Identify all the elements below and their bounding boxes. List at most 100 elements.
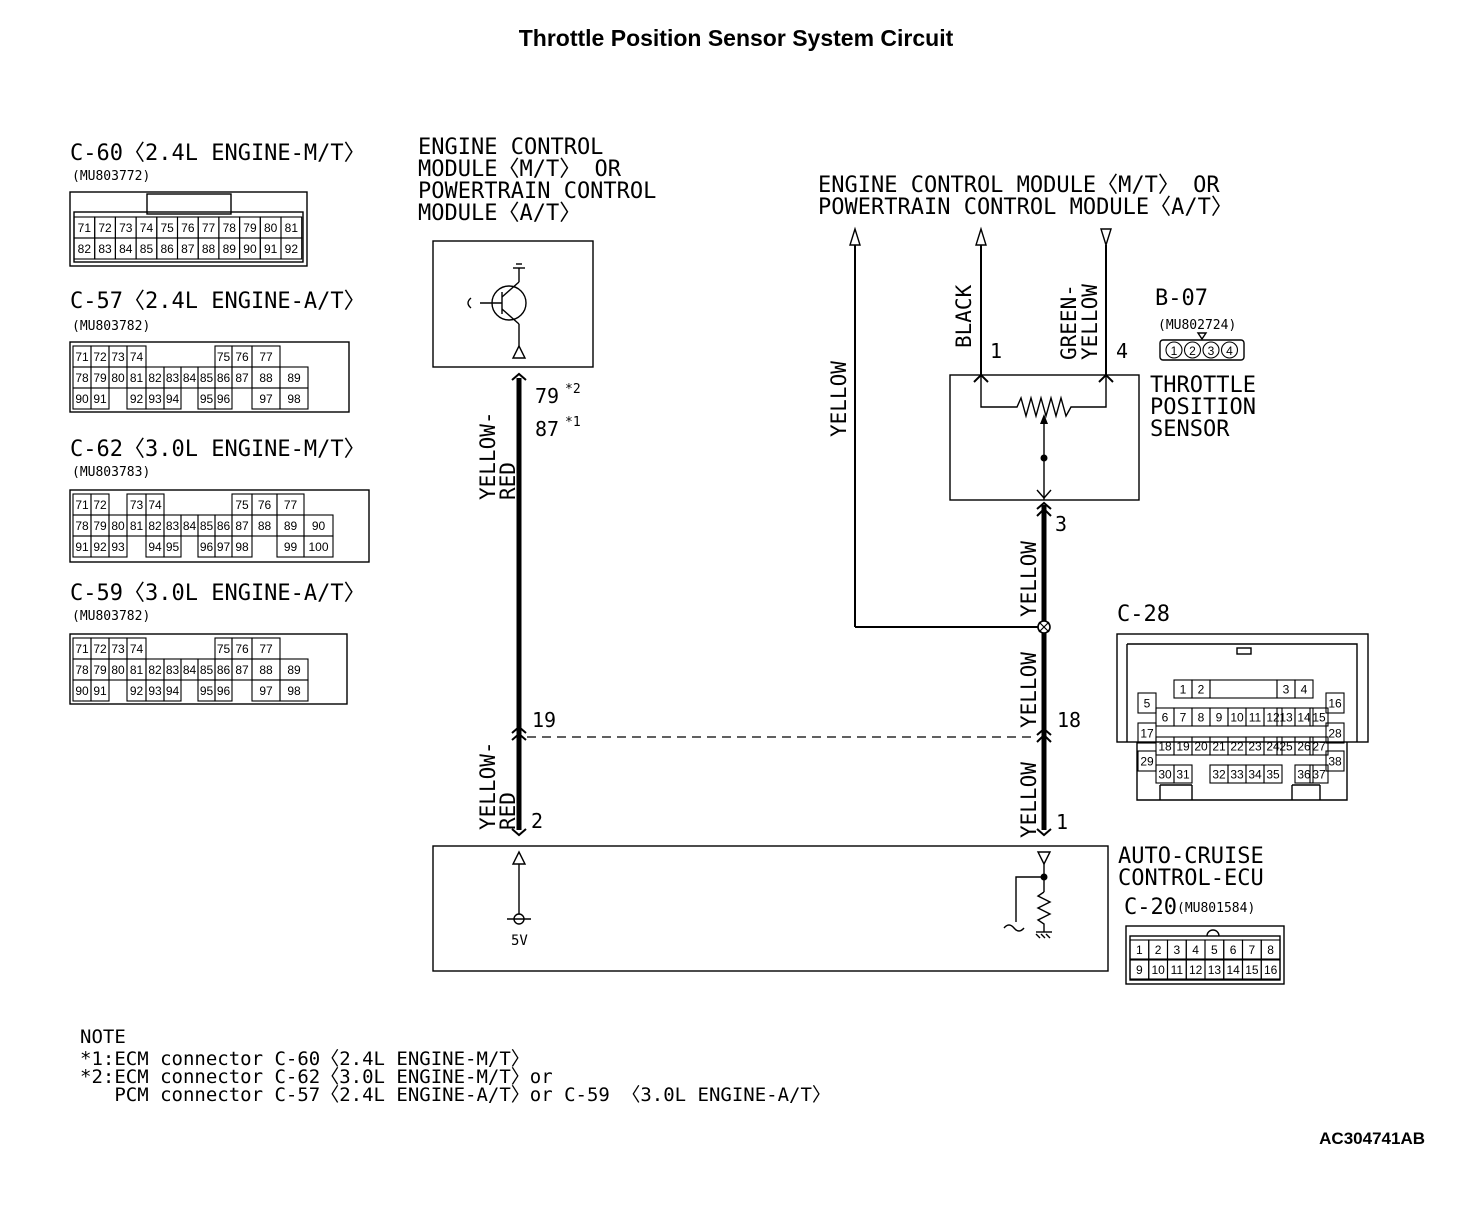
pin-number: 72 xyxy=(93,642,107,656)
pin-number: 29 xyxy=(1140,755,1154,769)
pin-number: 1 xyxy=(1136,943,1143,957)
arrow-down-icon xyxy=(1100,228,1112,248)
pin-number: 97 xyxy=(259,392,273,406)
pin-number: 90 xyxy=(312,519,326,533)
pin-number: 35 xyxy=(1266,768,1280,782)
pin-note: *2 xyxy=(565,382,581,397)
wire-color-label: YELLOW- xyxy=(476,741,500,830)
acc-ecu-box: 5V xyxy=(432,845,1109,972)
pin-number: 87 xyxy=(235,519,249,533)
pin-note: *1 xyxy=(565,415,581,430)
pin-number: 87 xyxy=(235,663,249,677)
acc-ecu-label: AUTO-CRUISE CONTROL-ECU C-20 (MU801584) xyxy=(1118,844,1264,920)
pin-number: 17 xyxy=(1140,727,1154,741)
pin-number: 18 xyxy=(1057,708,1081,732)
pin-number: 72 xyxy=(98,221,112,235)
voltage-label: 5V xyxy=(511,933,528,949)
pin-number: 71 xyxy=(78,221,92,235)
pin-number: 85 xyxy=(200,663,214,677)
pin-number: 3 xyxy=(1055,512,1067,536)
pin-number: 5 xyxy=(1144,697,1151,711)
pin-number: 36 xyxy=(1297,768,1311,782)
pin-number: 85 xyxy=(200,371,214,385)
pin-number: 86 xyxy=(217,371,231,385)
pin-number: 2 xyxy=(1155,943,1162,957)
pin-number: 76 xyxy=(181,221,195,235)
pin-number: 4 xyxy=(1226,344,1233,358)
pin-number: 82 xyxy=(148,371,162,385)
pin-number: 73 xyxy=(111,350,125,364)
pin-number: 11 xyxy=(1171,963,1184,977)
pin-number: 83 xyxy=(98,242,112,256)
pin-number: 95 xyxy=(200,392,214,406)
pin-number: 82 xyxy=(78,242,92,256)
pin-number: 76 xyxy=(258,498,272,512)
connector-part-number: (MU803772) xyxy=(72,169,150,184)
pin-number: 19 xyxy=(1176,740,1190,754)
pin-number: 77 xyxy=(259,642,273,656)
pin-number: 1 xyxy=(1171,344,1178,358)
pin-number: 85 xyxy=(140,242,154,256)
pin-number: 95 xyxy=(166,540,180,554)
pin-number: 76 xyxy=(235,642,249,656)
pin-number: 8 xyxy=(1267,943,1274,957)
pin-number: 84 xyxy=(183,371,197,385)
diagram-title: Throttle Position Sensor System Circuit xyxy=(519,25,954,51)
pin-number: 96 xyxy=(200,540,214,554)
wire-color-label: RED xyxy=(496,792,520,830)
pin-number: 97 xyxy=(217,540,231,554)
pin-number: 80 xyxy=(111,371,125,385)
pin-number: 86 xyxy=(217,663,231,677)
pin-number: 77 xyxy=(284,498,298,512)
pin-number: 27 xyxy=(1312,740,1326,754)
pin-number: 94 xyxy=(148,540,162,554)
pin-number: 21 xyxy=(1212,740,1226,754)
pin-number: 98 xyxy=(235,540,249,554)
pin-number: 34 xyxy=(1248,768,1262,782)
pin-number: 38 xyxy=(1328,755,1342,769)
pin-number: 12 xyxy=(1189,963,1203,977)
pin-number: 78 xyxy=(75,371,89,385)
pin-number: 79 xyxy=(93,663,107,677)
resistor-icon xyxy=(1036,891,1052,932)
label-line: POWERTRAIN CONTROL xyxy=(418,179,656,204)
wire-color-label: YELLOW xyxy=(1017,541,1041,617)
wire-color-label: RED xyxy=(496,462,520,500)
pin-number: 2 xyxy=(531,809,543,833)
pin-number: 4 xyxy=(1116,339,1128,363)
pin-number: 93 xyxy=(148,392,162,406)
arrow-up-icon xyxy=(849,226,861,246)
wire-yellow: 3 YELLOW YELLOW 18 YELLOW 1 xyxy=(1017,501,1081,838)
pin-number: 84 xyxy=(119,242,133,256)
pin-number: 81 xyxy=(285,221,299,235)
pin-number: 22 xyxy=(1230,740,1244,754)
connector-part-number: (MU803782) xyxy=(72,609,150,624)
pin-number: 81 xyxy=(130,519,144,533)
wire-color-label: GREEN- xyxy=(1057,284,1081,360)
pin-number: 11 xyxy=(1249,711,1262,725)
pin-number: 3 xyxy=(1174,943,1181,957)
connector-part-number: (MU803783) xyxy=(72,465,150,480)
pin-number: 96 xyxy=(217,392,231,406)
label-line: MODULE〈M/T〉 OR xyxy=(418,157,622,182)
pin-number: 4 xyxy=(1301,683,1308,697)
pin-number: 7 xyxy=(1249,943,1256,957)
pin-number: 92 xyxy=(130,392,144,406)
pin-number: 23 xyxy=(1248,740,1262,754)
pin-number: 90 xyxy=(75,392,89,406)
ecm-left-label: ENGINE CONTROL MODULE〈M/T〉 OR POWERTRAIN… xyxy=(418,135,656,226)
notes-heading: NOTE xyxy=(80,1026,126,1048)
ecm-right-label: ENGINE CONTROL MODULE〈M/T〉 OR POWERTRAIN… xyxy=(818,173,1233,220)
pin-number: 80 xyxy=(111,663,125,677)
label-line: POWERTRAIN CONTROL MODULE〈A/T〉 xyxy=(818,195,1233,220)
label-line: CONTROL-ECU xyxy=(1118,866,1264,891)
pin-number: 75 xyxy=(217,642,231,656)
pin-number: 73 xyxy=(130,498,144,512)
pin-number: 84 xyxy=(183,519,197,533)
pin-number: 95 xyxy=(200,684,214,698)
pin-number: 78 xyxy=(223,221,237,235)
pin-number: 2 xyxy=(1198,683,1205,697)
pin-number: 13 xyxy=(1208,963,1222,977)
